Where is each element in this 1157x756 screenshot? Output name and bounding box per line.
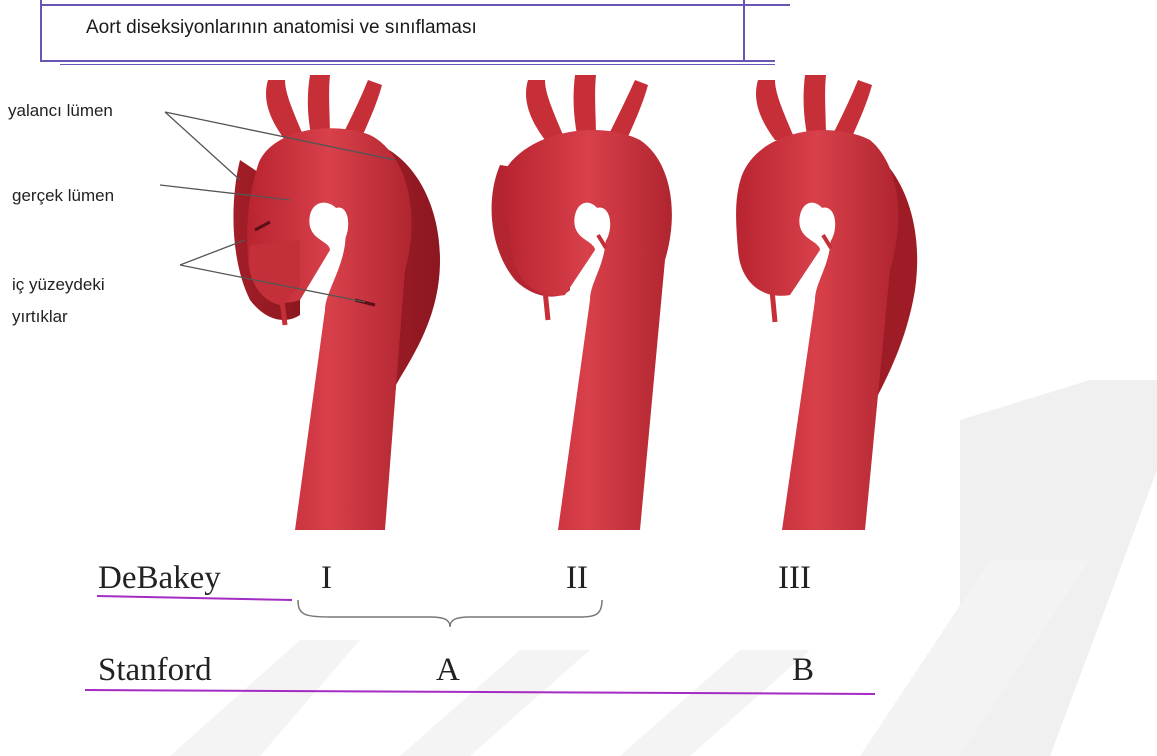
type-a-brace [298, 600, 602, 627]
false-lumen-label: yalancı lümen [8, 101, 113, 121]
true-lumen-label: gerçek lümen [12, 186, 114, 206]
stanford-label: Stanford [98, 652, 212, 689]
stanford-underline [85, 690, 875, 694]
aorta-type-2 [492, 75, 672, 530]
aorta-type-3 [736, 75, 917, 530]
tears-label-line2: yırtıklar [12, 307, 68, 327]
debakey-type-3: III [778, 560, 811, 597]
stanford-type-a: A [436, 652, 460, 689]
debakey-type-2: II [566, 560, 588, 597]
stanford-type-b: B [792, 652, 814, 689]
aorta-type-1 [233, 75, 440, 530]
debakey-label: DeBakey [98, 560, 221, 597]
tears-label-line1: iç yüzeydeki [12, 275, 105, 295]
debakey-type-1: I [321, 560, 332, 597]
